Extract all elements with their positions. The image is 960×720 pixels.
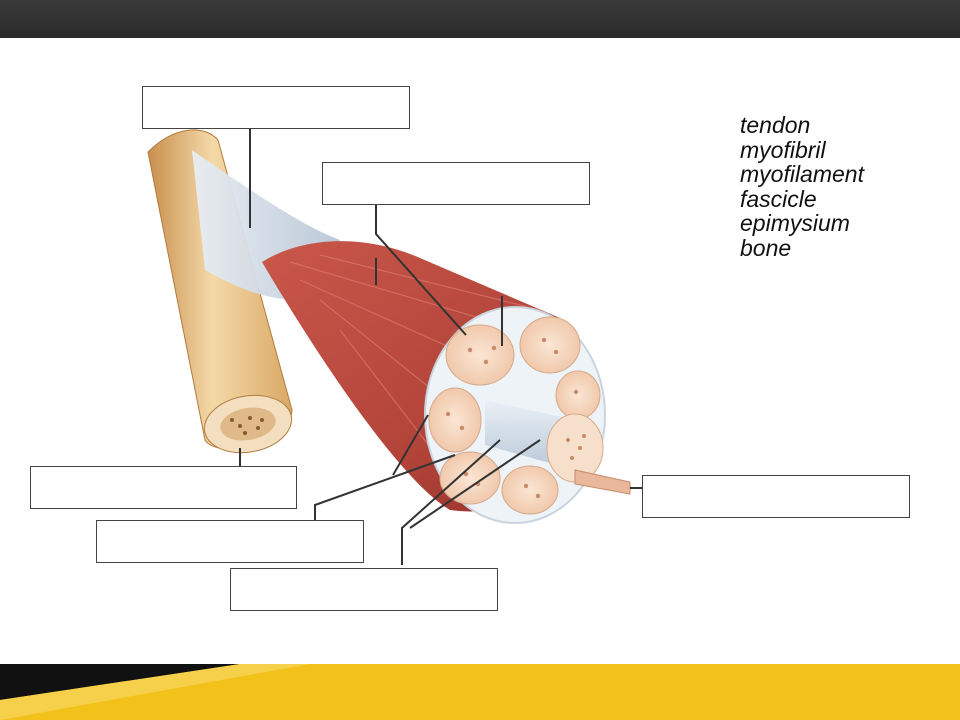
label-box-myofibril[interactable] — [230, 568, 498, 611]
word-bank-item: fascicle — [740, 185, 817, 212]
leader-lines — [239, 128, 643, 565]
word-bank-item: myofilament — [740, 161, 864, 187]
label-box-myofilament[interactable] — [642, 475, 910, 518]
bone-illustration — [147, 129, 293, 454]
label-box-epimysium[interactable] — [322, 162, 590, 205]
word-bank: tendon myofibril myofilament fascicle ep… — [740, 113, 864, 260]
label-box-tendon[interactable] — [142, 86, 410, 129]
word-bank-item: myofibril — [740, 136, 826, 163]
label-box-bone[interactable] — [30, 466, 297, 509]
bottom-band — [0, 664, 960, 720]
cross-section — [424, 306, 631, 524]
word-bank-item: epimysium — [740, 210, 850, 236]
word-bank-item: bone — [740, 234, 792, 261]
label-box-fascicle[interactable] — [96, 520, 364, 563]
word-bank-item: tendon — [740, 112, 811, 138]
top-bar — [0, 0, 960, 38]
